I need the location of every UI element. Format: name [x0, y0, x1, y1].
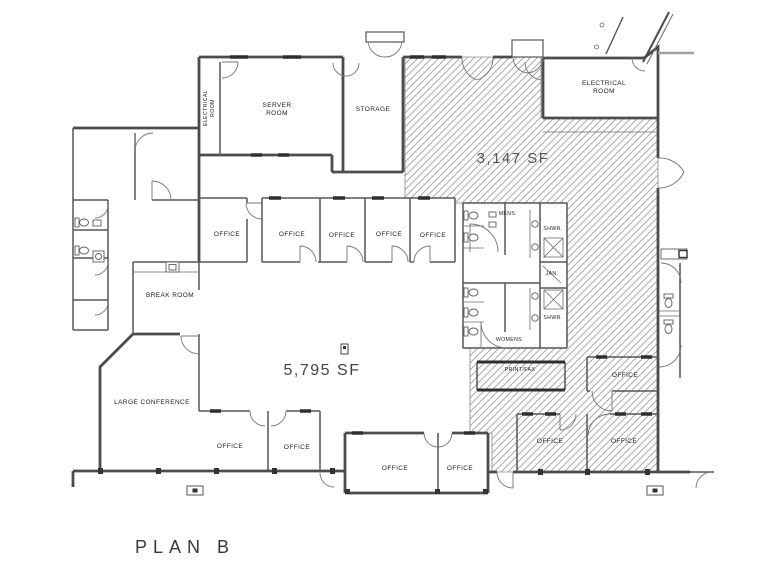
plan-title: PLAN B: [135, 537, 235, 557]
room-label-electrical-right-1: ELECTRICAL: [582, 80, 626, 87]
room-label-office-12: OFFICE: [447, 465, 473, 472]
room-label-office-6: OFFICE: [612, 372, 638, 379]
room-label-office-7: OFFICE: [537, 438, 563, 445]
room-label-office-3: OFFICE: [329, 232, 355, 239]
room-label-office-11: OFFICE: [382, 465, 408, 472]
walls-light: [73, 62, 714, 473]
room-label-server-2: ROOM: [266, 110, 288, 117]
room-label-print-fax: PRINT/FAX: [505, 367, 536, 373]
keynote-markers: [186, 343, 664, 496]
room-label-electrical-left-2: ROOM: [210, 99, 216, 117]
room-label-shower-bottom: SHWR.: [543, 315, 562, 321]
room-label-office-5: OFFICE: [420, 232, 446, 239]
door-swings: [94, 31, 713, 489]
angled-entry-walls: [594, 11, 694, 65]
room-label-office-4: OFFICE: [376, 231, 402, 238]
room-label-break-room: BREAK ROOM: [146, 292, 194, 299]
room-label-janitor: JAN.: [546, 271, 559, 277]
area-label-hatched: 3,147 SF: [477, 150, 550, 167]
room-label-server-1: SERVER: [262, 102, 291, 109]
restroom-core-floor: [463, 203, 567, 348]
wall-tick-marks: [98, 55, 652, 494]
room-label-storage: STORAGE: [356, 106, 391, 113]
room-label-office-9: OFFICE: [217, 443, 243, 450]
room-label-womens: WOMENS: [496, 337, 522, 343]
room-labels: ELECTRICAL ROOM SERVER ROOM STORAGE ELEC…: [114, 80, 638, 472]
room-label-large-conference: LARGE CONFERENCE: [114, 399, 190, 406]
area-labels: 3,147 SF 5,795 SF: [284, 150, 550, 379]
room-label-electrical-right-2: ROOM: [593, 88, 615, 95]
room-label-electrical-left-1: ELECTRICAL: [203, 90, 209, 126]
room-label-shower-top: SHWR.: [543, 226, 562, 232]
area-label-open: 5,795 SF: [284, 362, 361, 379]
room-label-office-2: OFFICE: [279, 231, 305, 238]
walls-heavy: [71, 44, 690, 495]
plumbing-fixtures: [74, 210, 688, 337]
room-label-mens: MENS: [499, 211, 516, 217]
room-label-office-8: OFFICE: [611, 438, 637, 445]
room-label-office-10: OFFICE: [284, 444, 310, 451]
room-label-office-1: OFFICE: [214, 231, 240, 238]
